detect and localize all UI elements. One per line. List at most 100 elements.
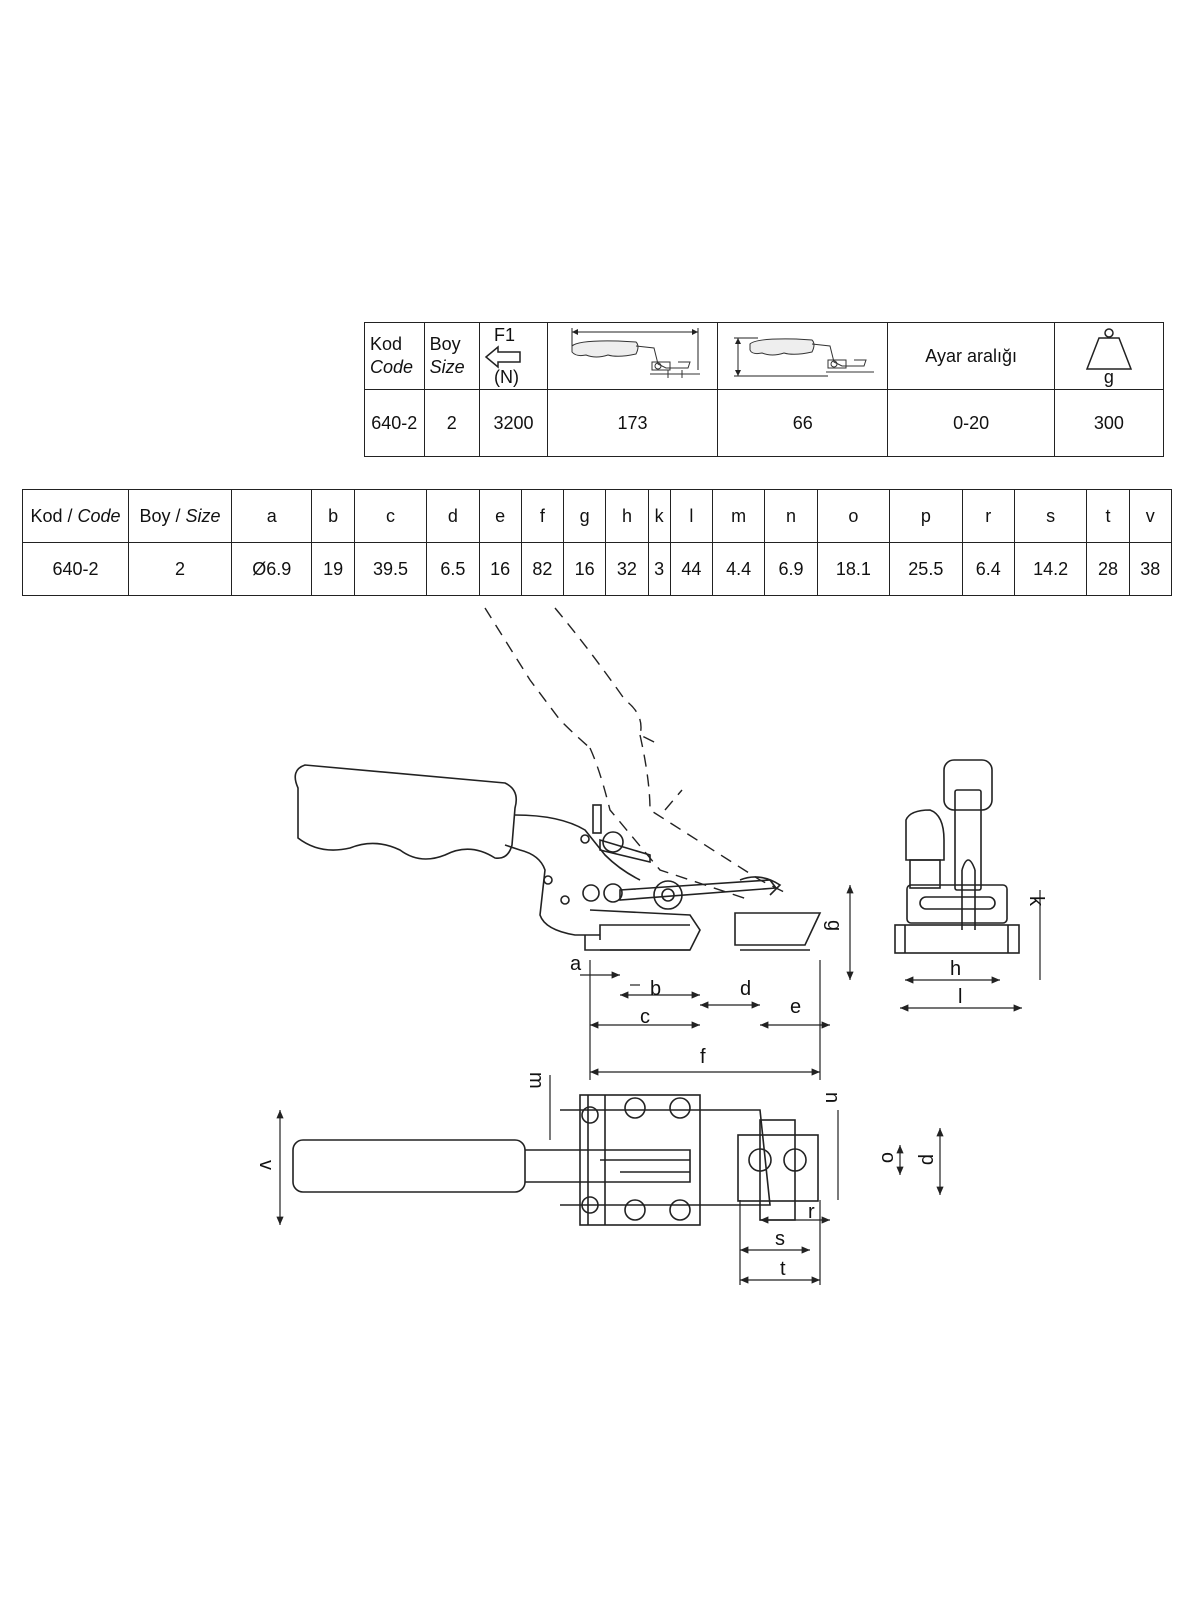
end-view-clamp xyxy=(894,759,1020,954)
dim-code-header: Kod / Code xyxy=(22,489,129,543)
dim-value-r: 6.4 xyxy=(961,542,1015,596)
dim-value-g: 16 xyxy=(563,542,607,596)
label-h: h xyxy=(950,958,961,980)
dim-value-s: 14.2 xyxy=(1013,542,1088,596)
label-l: l xyxy=(958,986,962,1008)
dim-value-f: 82 xyxy=(520,542,565,596)
dim-value-h: 32 xyxy=(605,542,649,596)
force-label: F1 xyxy=(494,325,516,345)
code-label-en: Code xyxy=(370,357,414,377)
dim-value-k: 3 xyxy=(647,542,671,596)
dim-value-v: 38 xyxy=(1128,542,1173,596)
dim-size-sep: / xyxy=(170,505,186,526)
dim-header-v: v xyxy=(1128,489,1173,543)
spec-force-value: 3200 xyxy=(479,389,548,457)
dim-value-l: 44 xyxy=(669,542,713,596)
spec-adjust-value: 0-20 xyxy=(887,389,1055,457)
label-p: p xyxy=(917,1154,939,1165)
spec-code-value: 640-2 xyxy=(364,389,425,457)
spec-table: Kod Code Boy Size F1 (N) xyxy=(364,322,1165,457)
dim-size-header: Boy / Size xyxy=(128,489,232,543)
label-v: v xyxy=(255,1160,277,1170)
clamp-technical-drawing: a b c d e f g h k l m n o p r s t v xyxy=(255,607,1047,1285)
label-n: n xyxy=(821,1092,843,1103)
dim-value-a: Ø6.9 xyxy=(230,542,313,596)
dim-value-p: 25.5 xyxy=(889,542,963,596)
label-t: t xyxy=(780,1258,786,1280)
spec-weight-header: g xyxy=(1053,322,1165,390)
spec-height-value: 66 xyxy=(717,389,889,457)
dim-size-tr: Boy xyxy=(139,505,171,526)
label-g: g xyxy=(823,920,845,931)
label-f: f xyxy=(700,1046,706,1068)
label-s: s xyxy=(775,1228,785,1250)
label-e: e xyxy=(790,996,801,1018)
label-o: o xyxy=(877,1152,899,1163)
spec-length-value: 173 xyxy=(546,389,719,457)
dim-header-e: e xyxy=(478,489,522,543)
size-label-en: Size xyxy=(429,357,465,377)
dim-header-c: c xyxy=(353,489,428,543)
spec-force-header: F1 (N) xyxy=(479,322,548,390)
dim-header-k: k xyxy=(647,489,671,543)
dim-header-n: n xyxy=(764,489,818,543)
dim-header-o: o xyxy=(816,489,891,543)
clamp-height-icon xyxy=(733,337,874,376)
label-a: a xyxy=(570,953,582,975)
spec-header-row: Kod Code Boy Size F1 (N) xyxy=(364,322,1165,390)
dim-header-d: d xyxy=(426,489,480,543)
dimension-labels: a b c d e f g h k l m n o p r s t v xyxy=(255,896,1047,1280)
label-b: b xyxy=(650,978,661,1000)
dim-header-f: f xyxy=(520,489,565,543)
plan-view-clamp xyxy=(292,1094,819,1226)
dim-value-o: 18.1 xyxy=(816,542,891,596)
spec-height-header xyxy=(717,322,889,390)
dim-size-value: 2 xyxy=(128,542,232,596)
dim-code-value: 640-2 xyxy=(22,542,129,596)
label-m: m xyxy=(525,1072,547,1089)
spec-length-header xyxy=(546,322,719,390)
weight-icon xyxy=(1085,327,1133,370)
force-unit-label: (N) xyxy=(494,367,519,387)
spec-adjust-header: Ayar aralığı xyxy=(887,322,1055,390)
dim-value-m: 4.4 xyxy=(711,542,766,596)
dim-header-b: b xyxy=(311,489,355,543)
dim-header-h: h xyxy=(605,489,649,543)
force-arrow-icon xyxy=(484,345,521,369)
label-k: k xyxy=(1025,896,1047,907)
clamp-length-icon xyxy=(571,327,700,378)
adjust-label: Ayar aralığı xyxy=(925,345,1017,366)
spec-code-header: Kod Code xyxy=(364,322,425,390)
label-d: d xyxy=(740,978,751,1000)
dim-size-en: Size xyxy=(185,505,221,526)
dimension-lines xyxy=(276,885,1041,1285)
code-label-tr: Kod xyxy=(370,334,403,354)
side-view-clamp xyxy=(294,764,822,951)
dim-header-m: m xyxy=(711,489,766,543)
dim-header-r: r xyxy=(961,489,1015,543)
dim-header-t: t xyxy=(1086,489,1130,543)
dim-code-sep: / xyxy=(62,505,78,526)
spec-value-row: 640-2 2 3200 173 66 0-20 300 xyxy=(364,389,1165,457)
dim-code-tr: Kod xyxy=(30,505,63,526)
dim-value-e: 16 xyxy=(478,542,522,596)
dim-value-d: 6.5 xyxy=(426,542,480,596)
spec-weight-value: 300 xyxy=(1053,389,1165,457)
dim-header-l: l xyxy=(669,489,713,543)
dim-value-n: 6.9 xyxy=(764,542,818,596)
dim-value-t: 28 xyxy=(1086,542,1130,596)
dashed-open-handle xyxy=(484,607,791,901)
weight-unit-label: g xyxy=(1103,366,1114,387)
dim-header-s: s xyxy=(1013,489,1088,543)
dim-value-c: 39.5 xyxy=(353,542,428,596)
dim-value-b: 19 xyxy=(311,542,355,596)
spec-size-value: 2 xyxy=(423,389,481,457)
dim-header-a: a xyxy=(230,489,313,543)
label-c: c xyxy=(640,1006,650,1028)
spec-size-header: Boy Size xyxy=(423,322,481,390)
dim-code-en: Code xyxy=(77,505,121,526)
size-label-tr: Boy xyxy=(429,334,461,354)
